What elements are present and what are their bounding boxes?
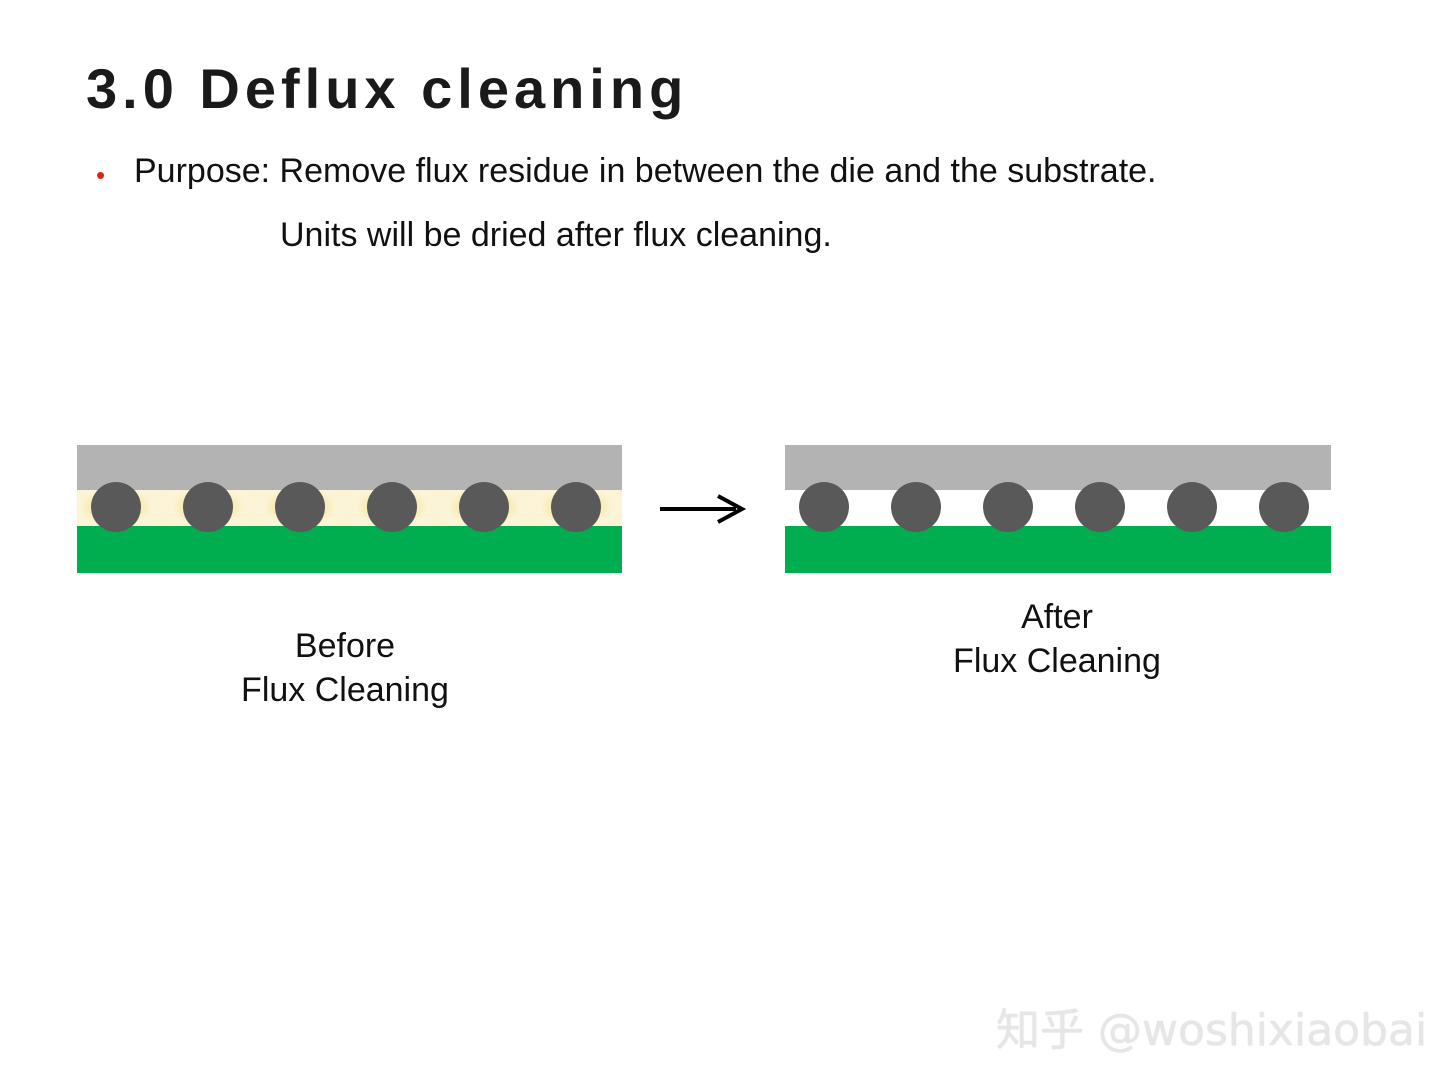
purpose-text: Purpose: Remove flux residue in between … [134,152,1157,190]
after-die [785,445,1331,490]
solder-bump [459,482,509,532]
before-caption: Before Flux Cleaning [200,624,490,712]
solder-bump [275,482,325,532]
solder-bump [367,482,417,532]
after-caption: After Flux Cleaning [912,595,1202,683]
after-caption-line2: Flux Cleaning [953,642,1161,680]
solder-bump [551,482,601,532]
after-substrate [785,526,1331,573]
process-arrow [660,494,747,524]
bullet-marker: • [96,160,106,190]
before-caption-line2: Flux Cleaning [241,671,449,709]
before-solder-bumps [91,482,601,532]
solder-bump [799,482,849,532]
solder-bump [183,482,233,532]
solder-bump [1075,482,1125,532]
after-caption-line1: After [1021,598,1093,636]
zhihu-watermark: 知乎 @woshixiaobai [996,1005,1428,1056]
before-caption-line1: Before [294,627,396,665]
before-assembly [68,445,624,573]
drying-note: Units will be dried after flux cleaning. [280,216,832,254]
solder-bump [1167,482,1217,532]
before-substrate [77,526,622,573]
solder-bump [91,482,141,532]
solder-bump [891,482,941,532]
slide-title: 3.0 Deflux cleaning [86,57,689,120]
after-assembly [785,445,1331,573]
after-solder-bumps [799,482,1309,532]
solder-bump [983,482,1033,532]
before-die [77,445,622,490]
solder-bump [1259,482,1309,532]
